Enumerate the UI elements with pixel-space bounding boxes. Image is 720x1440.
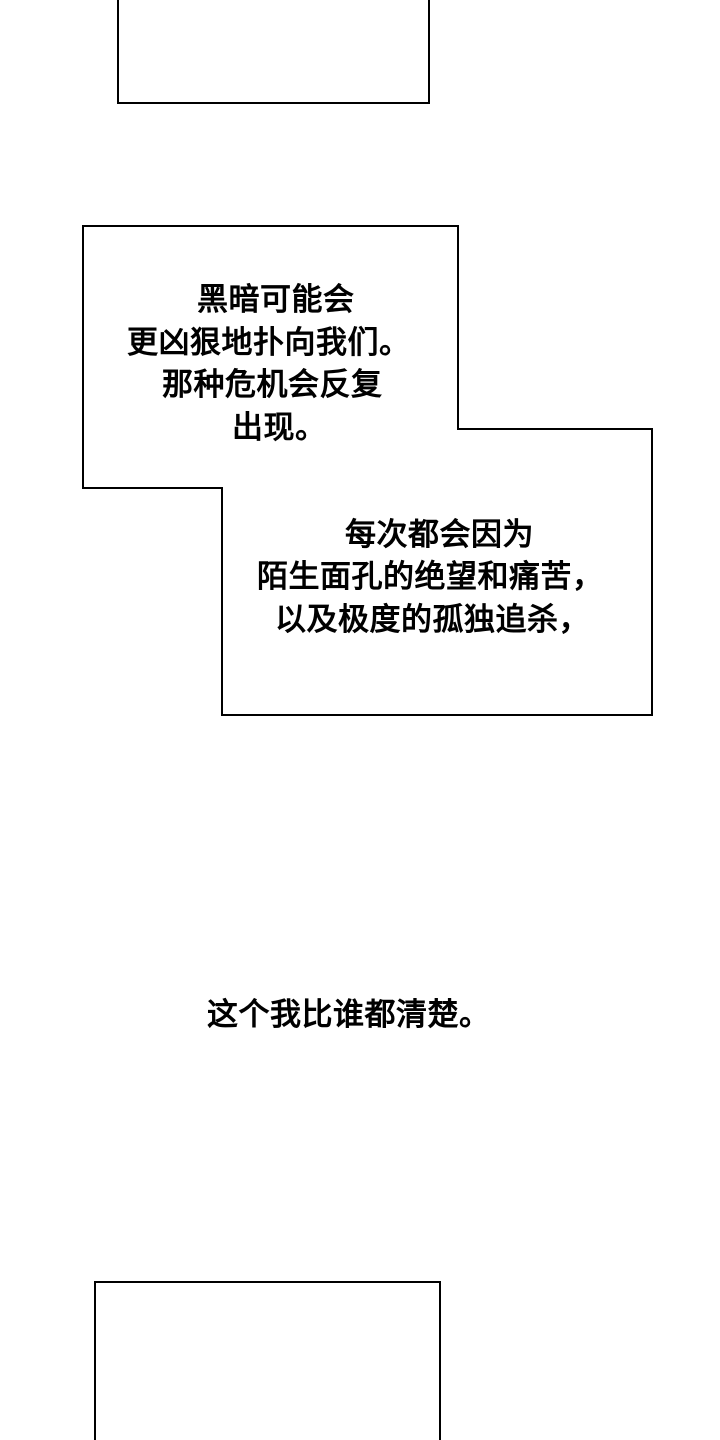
bottom-panel-frame [94, 1281, 441, 1440]
caption-1-line-1: 黑暗可能会 [197, 282, 355, 318]
caption-2-line-3: 以及极度的孤独追杀， [275, 602, 590, 638]
caption-1-line-2: 更凶狠地扑向我们。 [127, 325, 411, 361]
caption-1-line-3: 那种危机会反复 [162, 367, 383, 403]
caption-2-line-2: 陌生面孔的绝望和痛苦， [257, 559, 604, 595]
caption-box-outline [82, 225, 653, 716]
caption-1-line-4: 出现。 [232, 410, 327, 446]
top-panel-frame [117, 0, 430, 104]
caption-2-line-1: 每次都会因为 [345, 517, 534, 553]
narration-text: 这个我比谁都清楚。 [207, 997, 491, 1033]
